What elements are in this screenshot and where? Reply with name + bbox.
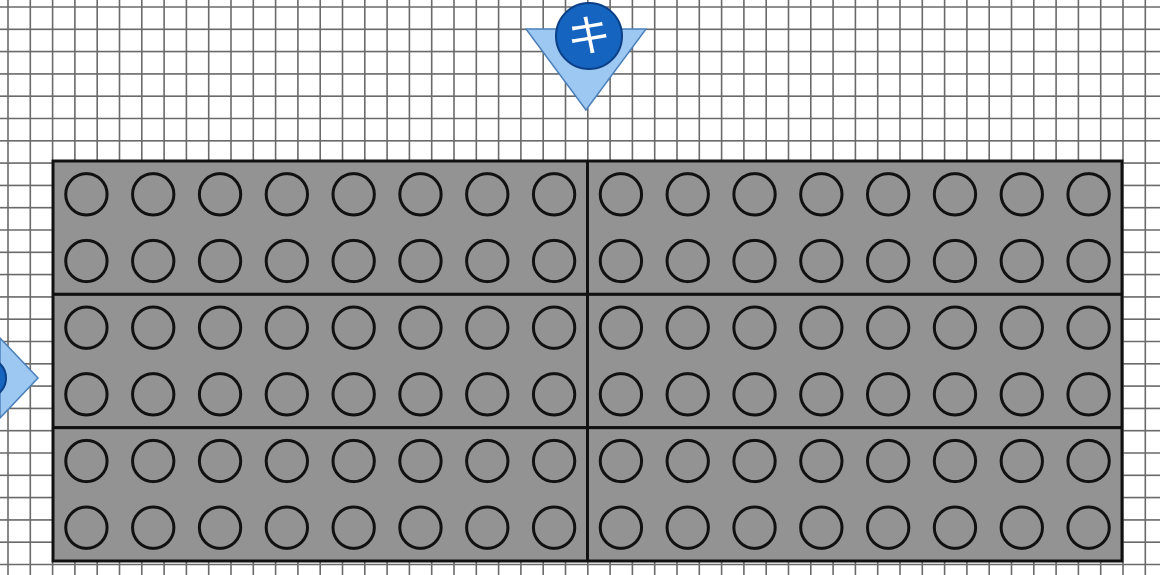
brick-block [588,428,1123,561]
brick-block [588,161,1123,294]
brick-block-body [53,428,588,561]
top-marker-glyph: キ [567,11,611,62]
brick-plate [53,161,1122,561]
brick-block [53,294,588,427]
brick-block [53,161,588,294]
brick-block [588,294,1123,427]
brick-block-body [588,294,1123,427]
brick-block-body [588,161,1123,294]
katakana-ki-icon: キ [556,3,622,69]
brick-block-body [53,294,588,427]
brick-block [53,428,588,561]
brick-block-body [53,161,588,294]
brick-block-body [588,428,1123,561]
